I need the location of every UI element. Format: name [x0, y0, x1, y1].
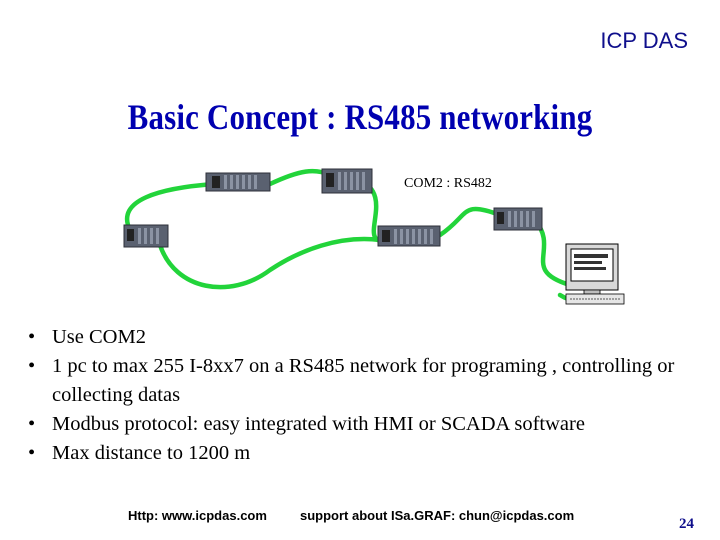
- cable-2: [267, 168, 333, 187]
- bullet-list: Use COM2 1 pc to max 255 I-8xx7 on a RS4…: [28, 323, 708, 468]
- footer-website: Http: www.icpdas.com: [128, 508, 267, 523]
- slide-title: Basic Concept : RS485 networking: [127, 97, 593, 137]
- page-number: 24: [679, 516, 694, 532]
- plc-unit-4: [377, 225, 441, 247]
- com-port-label: COM2 : RS482: [404, 176, 492, 191]
- bullet-item: Use COM2: [28, 323, 708, 352]
- plc-unit-1: [205, 172, 271, 192]
- cable-1: [125, 181, 217, 233]
- plc-unit-2: [321, 168, 373, 194]
- bullet-item: 1 pc to max 255 I-8xx7 on a RS485 networ…: [28, 352, 708, 410]
- brand-logo-text: ICP DAS: [600, 28, 688, 53]
- plc-unit-3: [123, 224, 169, 248]
- plc-unit-5: [493, 207, 543, 231]
- bullet-item: Modbus protocol: easy integrated with HM…: [28, 410, 708, 439]
- rs485-network-diagram: [123, 168, 625, 305]
- footer-support: support about ISa.GRAF: chun@icpdas.com: [300, 508, 575, 523]
- cable-4: [437, 206, 503, 238]
- pc-computer-icon: [565, 243, 625, 305]
- bullet-item: Max distance to 1200 m: [28, 439, 708, 468]
- cable-6: [157, 236, 383, 290]
